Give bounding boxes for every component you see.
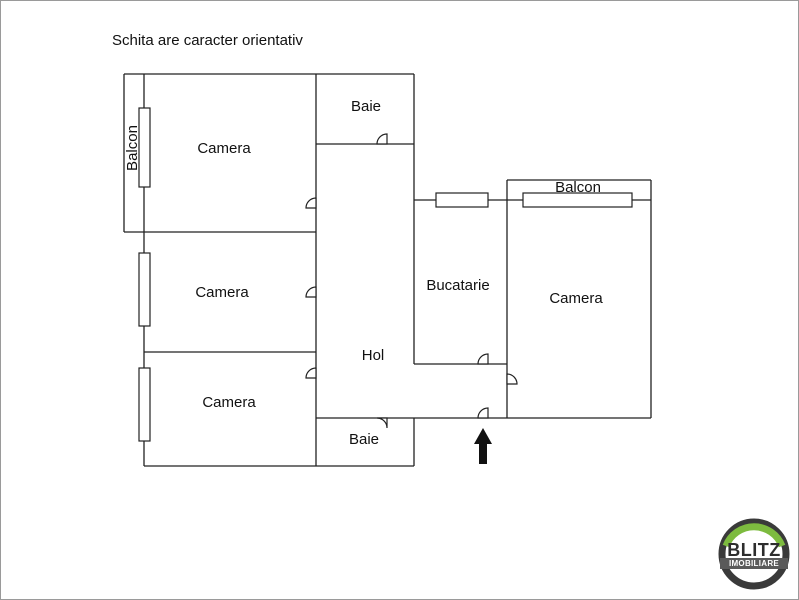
blitz-logo: BLITZ IMOBILIARE [718, 518, 790, 590]
door-swing [376, 133, 388, 145]
door-swing [506, 373, 518, 385]
room-label-baie-bottom: Baie [349, 431, 379, 448]
room-label-baie-top: Baie [351, 98, 381, 115]
door-swing [477, 407, 489, 419]
logo-wordmark: BLITZ [727, 540, 781, 560]
room-label-balcon-left: Balcon [124, 125, 141, 171]
room-label-camera-right: Camera [549, 290, 603, 307]
windows [138, 107, 633, 442]
arrow-up-icon [474, 428, 492, 464]
room-label-camera-bottom-left: Camera [202, 394, 256, 411]
room-label-camera-top-left: Camera [197, 140, 251, 157]
room-label-balcon-right: Balcon [555, 179, 601, 196]
door-swing [376, 417, 388, 429]
window [138, 252, 151, 327]
doors [305, 133, 518, 429]
door-swing [477, 353, 489, 365]
disclaimer-note: Schita are caracter orientativ [112, 32, 303, 49]
room-label-bucatarie: Bucatarie [426, 277, 489, 294]
door-swing [305, 286, 317, 298]
window [138, 367, 151, 442]
door-swing [305, 197, 317, 209]
logo-ring [718, 518, 790, 590]
door-swing [305, 367, 317, 379]
window [435, 192, 489, 208]
room-label-camera-mid-left: Camera [195, 284, 249, 301]
window [138, 107, 151, 188]
logo-subtitle: IMOBILIARE [728, 559, 780, 568]
window [522, 192, 633, 208]
room-label-hol: Hol [362, 347, 385, 364]
